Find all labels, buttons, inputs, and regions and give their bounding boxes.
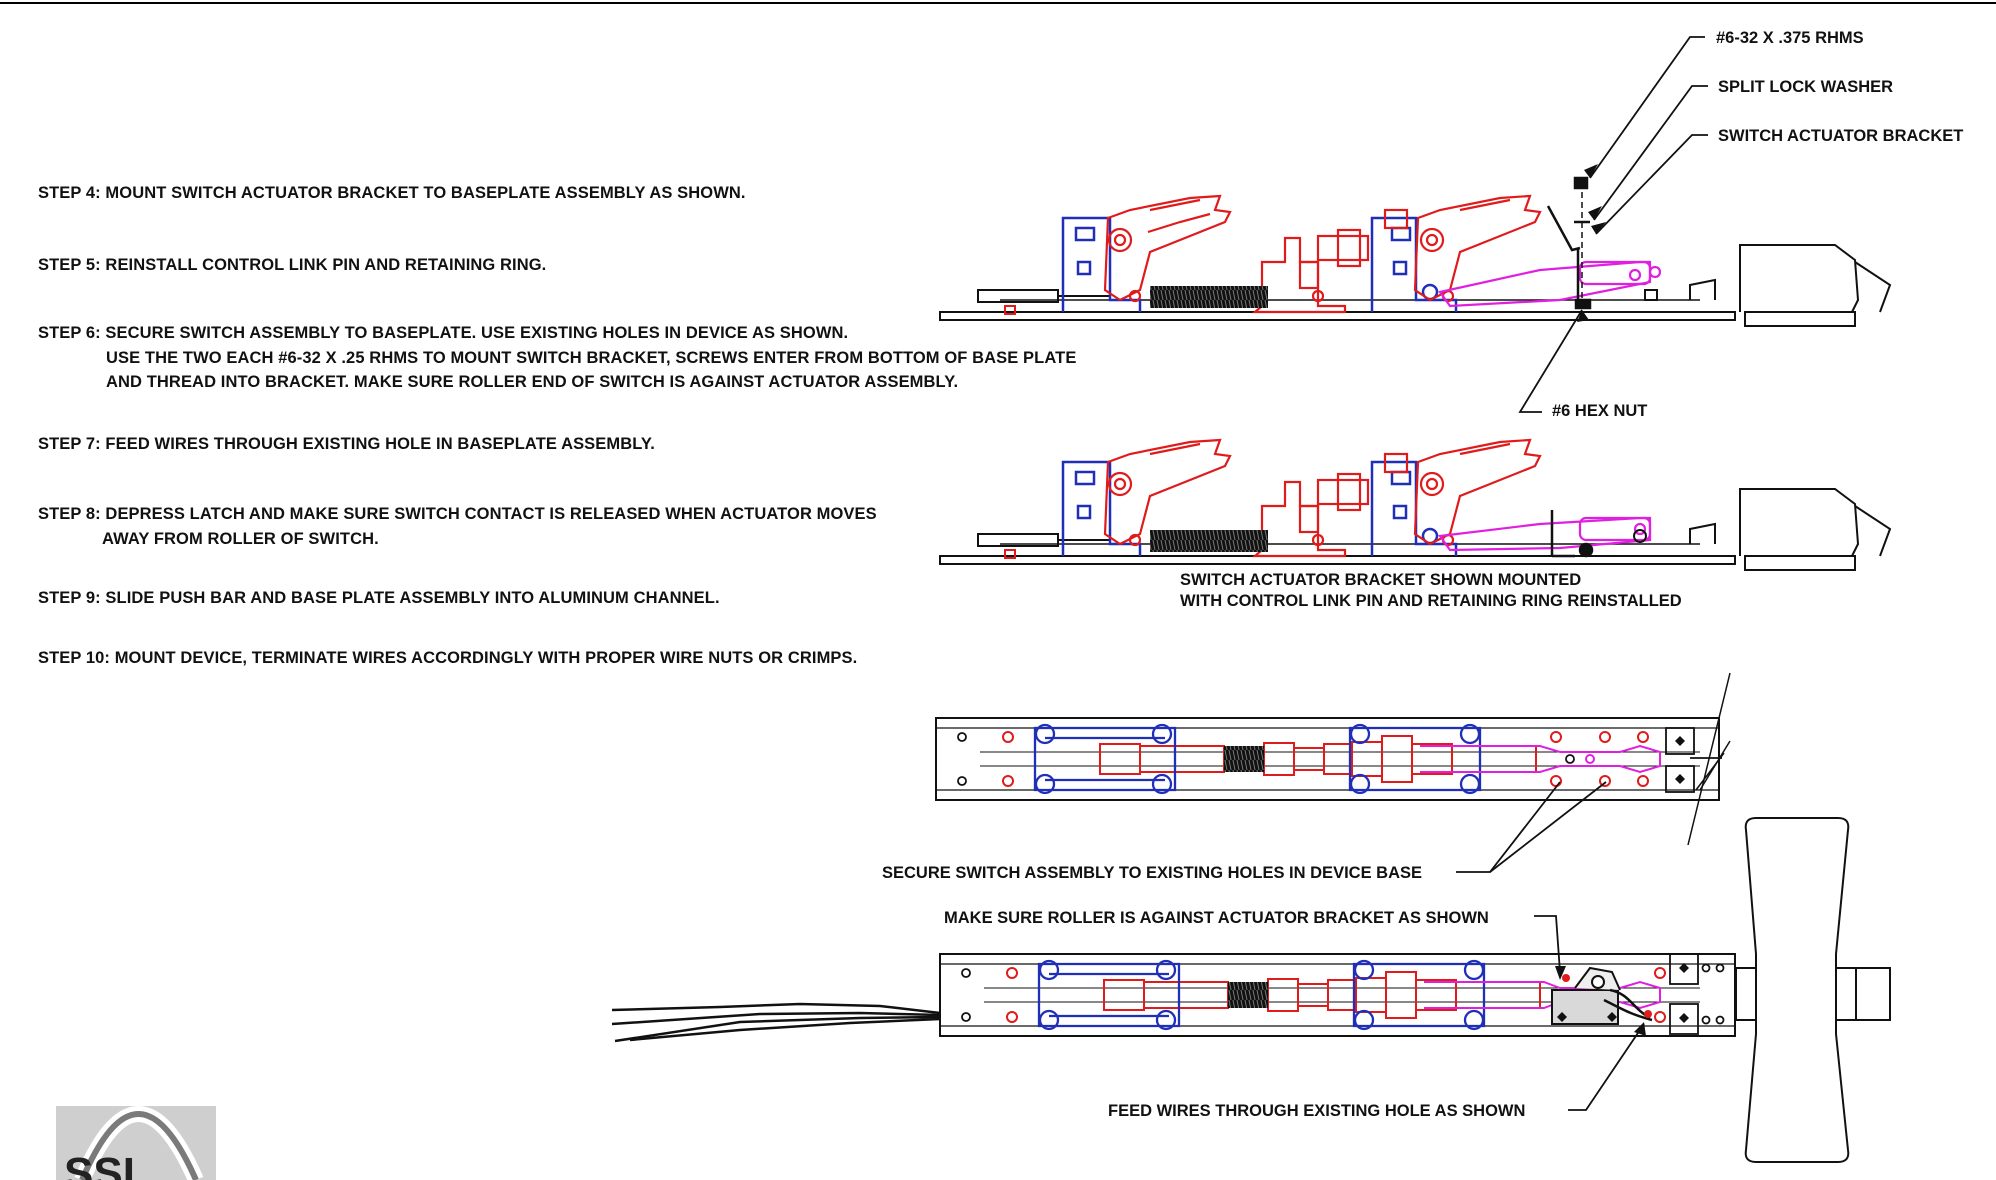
step-10: STEP 10: MOUNT DEVICE, TERMINATE WIRES A… <box>38 649 858 667</box>
step-7: STEP 7: FEED WIRES THROUGH EXISTING HOLE… <box>38 435 655 453</box>
callout-screw: #6-32 X .375 RHMS <box>1716 29 1864 47</box>
spring-top-2 <box>1228 982 1268 1008</box>
side-view-2 <box>939 438 1892 571</box>
spring-2 <box>1150 530 1268 552</box>
switch-assembly <box>1551 966 1653 1025</box>
arch-logo-icon: SSI <box>56 1106 216 1180</box>
side-view-1 <box>939 36 1892 413</box>
step-5: STEP 5: REINSTALL CONTROL LINK PIN AND R… <box>38 256 547 274</box>
callout-washer: SPLIT LOCK WASHER <box>1718 78 1894 96</box>
step-9: STEP 9: SLIDE PUSH BAR AND BASE PLATE AS… <box>38 589 720 607</box>
top-view-2 <box>611 817 1891 1163</box>
top-border-line <box>0 2 1996 4</box>
step-8: STEP 8: DEPRESS LATCH AND MAKE SURE SWIT… <box>38 505 877 548</box>
callout-mounted-2: WITH CONTROL LINK PIN AND RETAINING RING… <box>1180 592 1682 610</box>
callout-secure: SECURE SWITCH ASSEMBLY TO EXISTING HOLES… <box>882 864 1423 882</box>
step-6-line-2: USE THE TWO EACH #6-32 X .25 RHMS TO MOU… <box>106 349 1077 367</box>
callout-feed: FEED WIRES THROUGH EXISTING HOLE AS SHOW… <box>1108 1102 1526 1120</box>
logo-text: SSI <box>64 1149 135 1180</box>
callout-bracket: SWITCH ACTUATOR BRACKET <box>1718 127 1964 145</box>
step-6: STEP 6: SECURE SWITCH ASSEMBLY TO BASEPL… <box>38 324 1077 391</box>
callout-mounted-1: SWITCH ACTUATOR BRACKET SHOWN MOUNTED <box>1180 571 1582 589</box>
step-6-line-3: AND THREAD INTO BRACKET. MAKE SURE ROLLE… <box>106 373 959 391</box>
spring-1 <box>1150 286 1268 308</box>
callout-roller: MAKE SURE ROLLER IS AGAINST ACTUATOR BRA… <box>944 909 1489 927</box>
spring-top-1 <box>1224 746 1264 772</box>
step-4: STEP 4: MOUNT SWITCH ACTUATOR BRACKET TO… <box>38 184 746 202</box>
wire-bundle <box>611 1002 941 1043</box>
step-8-line-2: AWAY FROM ROLLER OF SWITCH. <box>102 530 379 548</box>
top-view-1 <box>935 672 1731 873</box>
push-pad <box>1735 817 1891 1163</box>
callout-hex-nut: #6 HEX NUT <box>1552 402 1648 420</box>
